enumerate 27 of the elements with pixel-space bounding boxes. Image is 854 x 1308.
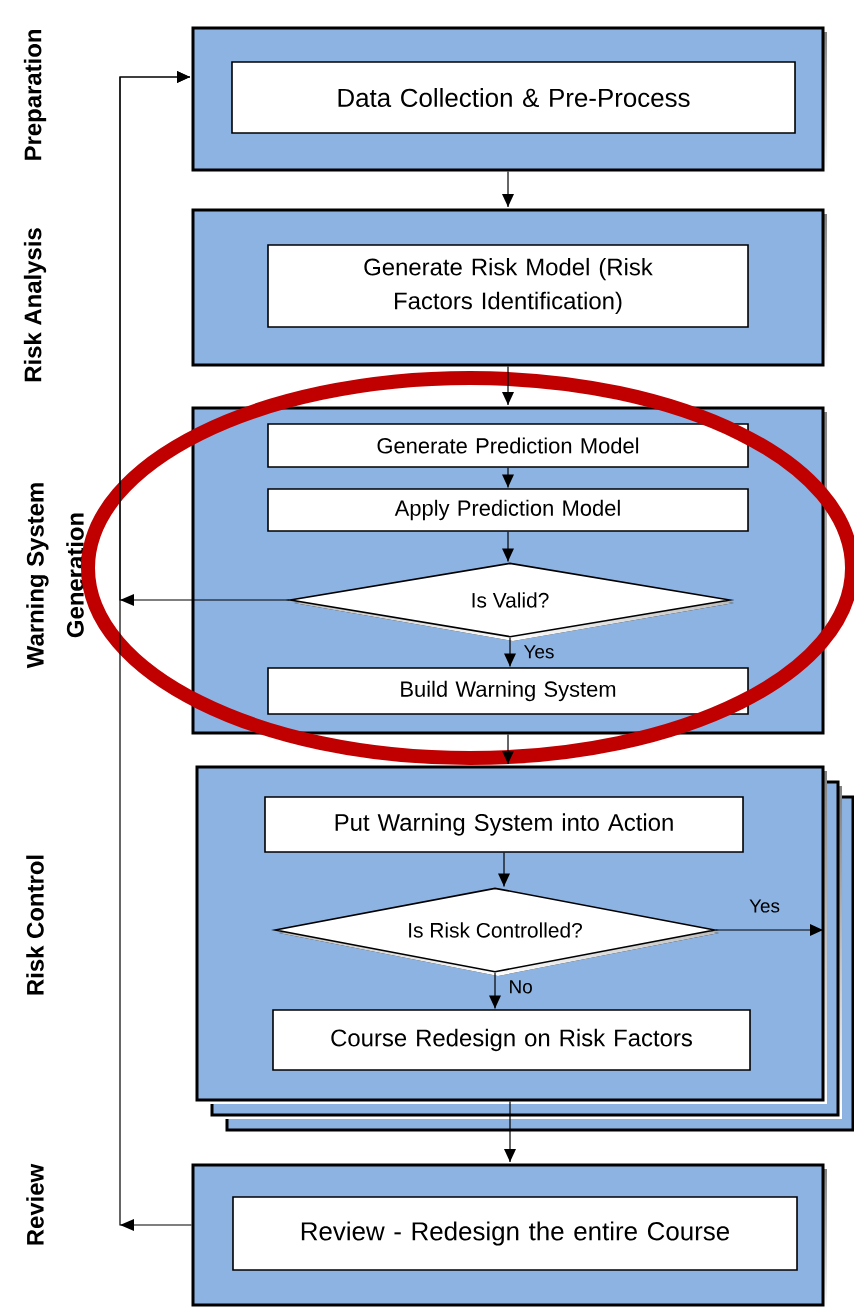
arrow [119,71,193,1231]
edge-label: Yes [523,645,554,659]
arrow [502,467,514,488]
row-heading: Risk Analysis [23,228,47,382]
arrow [489,972,501,1009]
edge-label: Yes [749,899,780,913]
row-heading: Warning System Generation [26,483,84,669]
process-box: Apply Prediction Model [267,488,749,532]
arrow [502,733,514,765]
arrow [502,365,514,406]
process-box: Generate Prediction Model [267,423,749,468]
process-box: Put Warning System into Action [264,796,744,853]
arrow [498,852,510,887]
row-heading: Preparation [23,30,47,160]
edge-label: No [510,980,532,994]
arrow [502,531,514,562]
process-box: Generate Risk Model (Risk Factors Identification) [267,244,749,328]
process-box: Course Redesign on Risk Factors [272,1009,751,1071]
process-box: Build Warning System [267,667,749,715]
arrow [715,924,824,936]
row-heading: Risk Control [26,855,44,995]
arrow [504,637,516,667]
process-box: Data Collection & Pre-Process [231,61,796,134]
row-heading: Review [26,1163,44,1245]
arrow [502,170,514,208]
arrow [504,1100,516,1163]
process-box: Review - Redesign the entire Course [232,1196,798,1271]
